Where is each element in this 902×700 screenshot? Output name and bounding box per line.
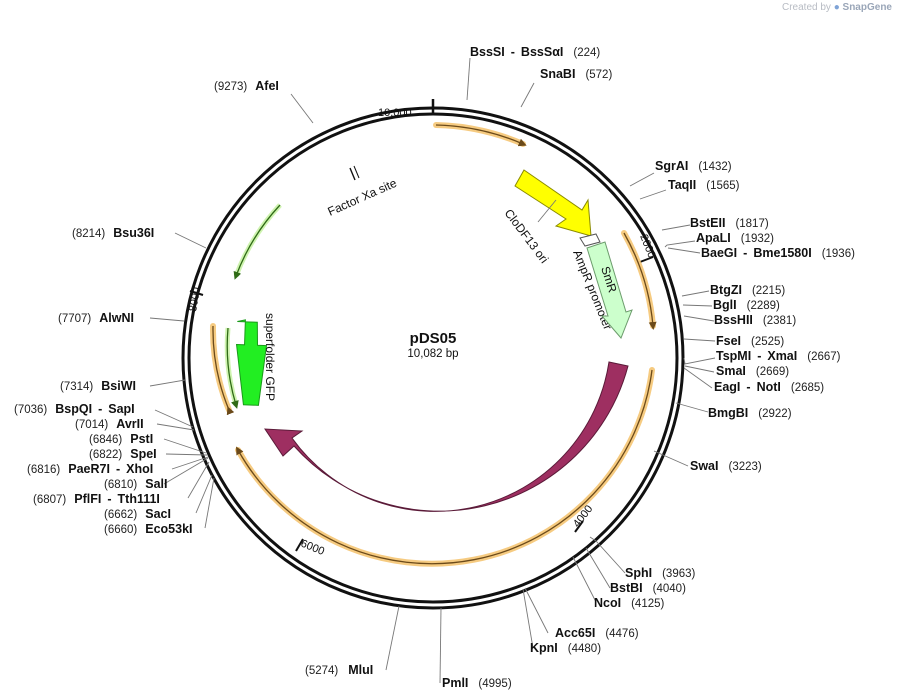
smr-arrow xyxy=(586,241,633,339)
site-eco53ki: (6660)Eco53kI xyxy=(104,522,193,536)
site-bspqi: (7036)BspQI-SapI xyxy=(14,402,135,416)
site-tspmi: TspMI-XmaI(2667) xyxy=(716,349,841,363)
site-bstbi: BstBI(4040) xyxy=(610,581,686,595)
watermark-prefix: Created by xyxy=(782,2,831,13)
site-avrii: (7014)AvrII xyxy=(75,417,144,431)
site-leaders xyxy=(149,57,716,684)
site-bsssi: BssSI-BssSαI(224) xyxy=(470,45,600,59)
factor-xa-marker xyxy=(349,167,356,181)
cas9-label: Cas9 xyxy=(456,513,486,531)
thin-green-arcs xyxy=(224,203,282,409)
site-sgrai: SgrAI(1432) xyxy=(655,159,732,173)
orf-arc-3 xyxy=(236,369,653,565)
plasmid-name: pDS05 xyxy=(410,330,457,347)
clodf13-leader xyxy=(537,199,557,223)
site-bsteii: BstEII(1817) xyxy=(690,216,769,230)
backbone-inner-ring xyxy=(187,112,679,604)
site-btgzi: BtgZI(2215) xyxy=(710,283,785,297)
site-saci: (6662)SacI xyxy=(104,507,171,521)
sfgfp-arrow xyxy=(235,319,268,406)
site-sali: (6810)SalI xyxy=(104,477,168,491)
snapgene-logo-icon: ● xyxy=(833,2,840,13)
tick-label-2000: 2000 xyxy=(637,233,657,260)
tick-label-10000: 10,000 xyxy=(378,107,412,119)
factor-xa-marker-2 xyxy=(353,165,360,179)
site-bgli: BglI(2289) xyxy=(713,298,780,312)
site-psti: (6846)PstI xyxy=(89,432,153,446)
site-eagi: EagI-NotI(2685) xyxy=(714,380,824,394)
site-mlui: (5274)MluI xyxy=(305,663,373,677)
tick-label-8000: 8000 xyxy=(187,286,203,312)
orf-arc-1 xyxy=(435,124,527,147)
site-fsei: FseI(2525) xyxy=(716,334,784,348)
plasmid-size: 10,082 bp xyxy=(407,348,458,360)
orf-arc-2 xyxy=(623,232,657,330)
site-sphi: SphI(3963) xyxy=(625,566,696,580)
cas9-arrow xyxy=(264,361,629,512)
ampr-promoter-box xyxy=(579,233,601,247)
site-paer7i: (6816)PaeR7I-XhoI xyxy=(27,462,153,476)
site-pflfi: (6807)PflFI-Tth111I xyxy=(33,492,160,506)
factor-xa-label: Factor Xa site xyxy=(326,176,400,219)
site-baegi: BaeGI-Bme1580I(1936) xyxy=(701,246,855,260)
orf-arcs xyxy=(209,122,657,567)
site-bsiwi: (7314)BsiWI xyxy=(60,379,136,393)
snapgene-watermark: Created by ● SnapGene xyxy=(782,2,892,13)
site-spei: (6822)SpeI xyxy=(89,447,157,461)
site-apali: ApaLI(1932) xyxy=(696,231,774,245)
site-taqii: TaqII(1565) xyxy=(668,178,740,192)
tick-label-6000: 6000 xyxy=(299,538,326,558)
site-bsshii: BssHII(2381) xyxy=(714,313,796,327)
site-labels: (9273)AfeI BssSI-BssSαI(224) SnaBI(572) … xyxy=(14,45,855,690)
orf-arc-3-bg xyxy=(235,367,655,567)
site-swai: SwaI(3223) xyxy=(690,459,762,473)
orf-arc-4 xyxy=(212,325,235,416)
site-bmgbi: BmgBI(2922) xyxy=(708,406,792,420)
watermark-brand: SnapGene xyxy=(842,2,892,13)
sfgfp-label: superfolder GFP xyxy=(263,313,277,401)
site-afei: (9273)AfeI xyxy=(214,79,279,93)
site-snabi: SnaBI(572) xyxy=(540,67,612,81)
site-smai: SmaI(2669) xyxy=(716,364,789,378)
site-bsu36i: (8214)Bsu36I xyxy=(72,226,154,240)
site-alwni: (7707)AlwNI xyxy=(58,311,134,325)
site-acc65i: Acc65I(4476) xyxy=(555,626,639,640)
site-ncoi: NcoI(4125) xyxy=(594,596,665,610)
site-kpni: KpnI(4480) xyxy=(530,641,601,655)
site-pmli: PmlI(4995) xyxy=(442,676,512,690)
